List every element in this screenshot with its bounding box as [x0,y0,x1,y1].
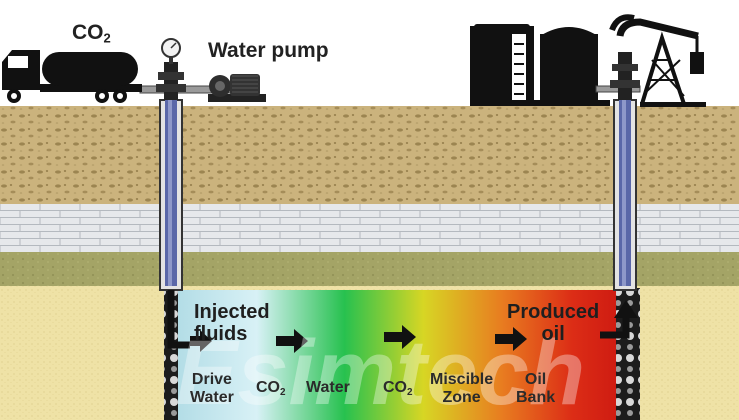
watermark-text: Esimtech [176,322,585,420]
production-well [600,99,638,339]
zone-oil-bank: Oil Bank [516,371,556,406]
co2-truck-label: CO2 [72,21,111,46]
produced-oil-label: Produced oil [507,301,600,345]
production-wellhead [610,52,640,100]
flow-gradient-zone [178,290,616,420]
injected-fluids-label: Injected fluids [194,301,270,345]
pressure-gauge-icon [161,38,181,64]
zone-miscible: Miscible Zone [430,371,494,406]
co2-truck-icon [2,50,142,103]
pumpjack-icon [609,14,706,107]
water-pump-label: Water pump [208,39,329,62]
zone-co2-2: CO2 [383,379,413,398]
zone-co2-1: CO2 [256,379,286,398]
zone-drive-water: Drive Water [190,371,234,406]
flow-arrow-icon [190,325,527,353]
zone-water: Water [306,379,350,396]
storage-tank-icon [470,24,641,106]
injection-well [159,99,190,349]
water-pump-icon [208,74,266,102]
